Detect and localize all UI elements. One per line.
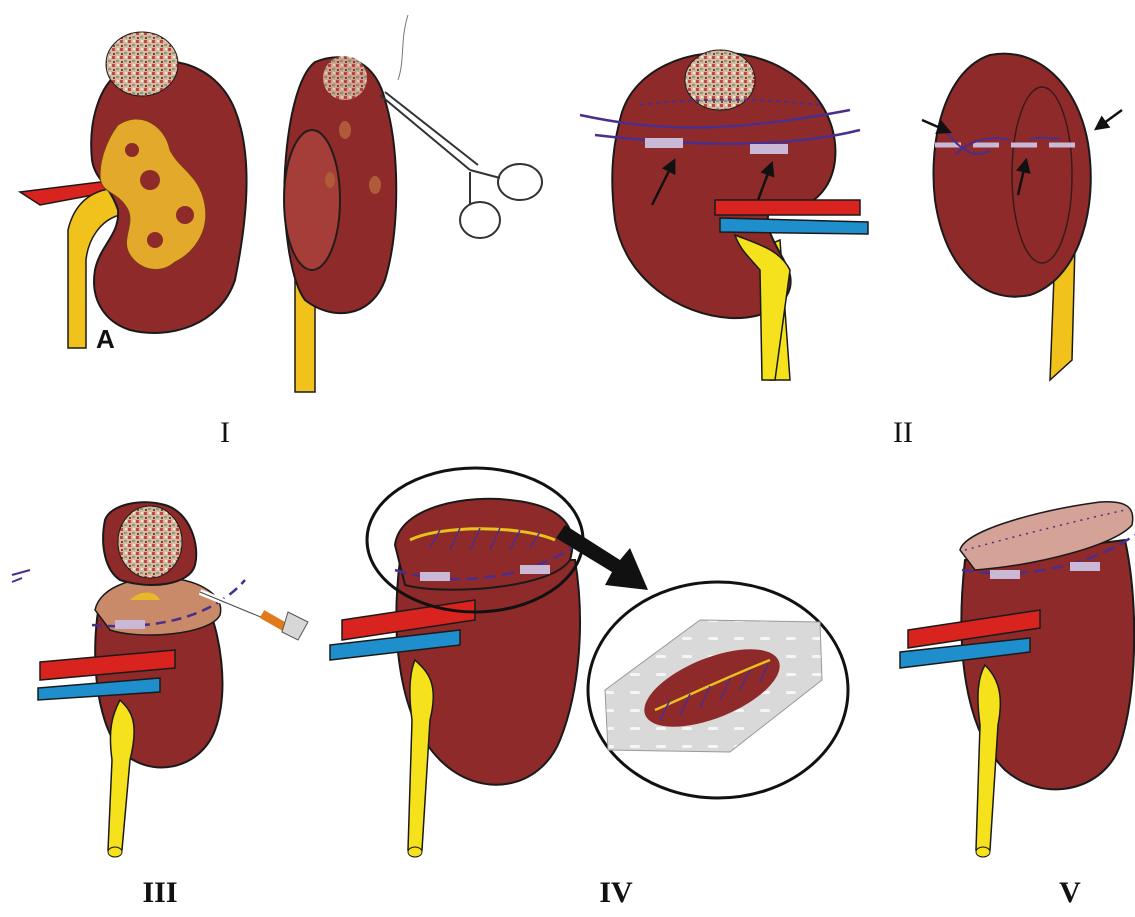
panel-3 (12, 502, 308, 857)
panel-2 (580, 50, 1122, 380)
step-label-2: II (893, 416, 913, 450)
step-label-1: I (220, 416, 230, 450)
kidney-side-view (933, 54, 1090, 380)
arrow-icon (1100, 110, 1122, 126)
panel-1: A (20, 15, 542, 392)
step-label-4: IV (599, 876, 632, 910)
bolster-right (750, 144, 788, 154)
surgical-clamp-icon (380, 15, 542, 238)
zoom-detail (588, 582, 848, 798)
step-label-5: V (1059, 876, 1081, 910)
panel-letter: A (96, 324, 115, 354)
step-label-3: III (142, 876, 177, 910)
panel-5 (900, 502, 1135, 857)
kidney-cross-section (20, 32, 247, 348)
kidney-closed-defect (900, 502, 1135, 857)
bolster-left (645, 138, 683, 148)
kidney-tumor-excision (38, 502, 245, 857)
panel-4 (330, 468, 848, 857)
kidney-with-sutures (612, 50, 868, 380)
kidney-with-clamp (284, 56, 396, 392)
